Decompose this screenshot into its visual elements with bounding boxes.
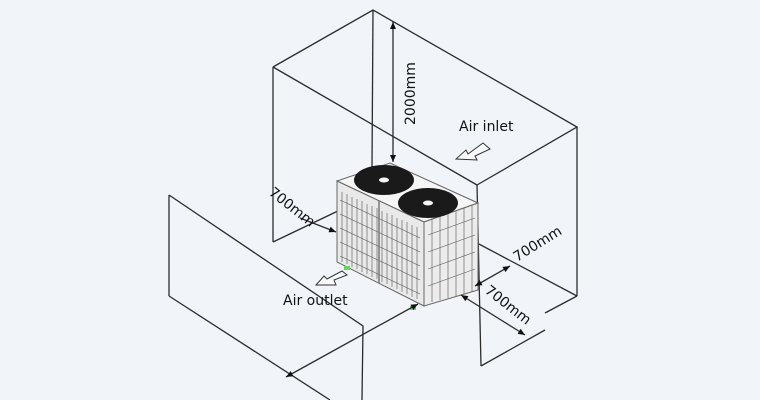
fan-2 — [398, 188, 458, 218]
side-clearance-upper-label: 700mm — [511, 223, 565, 265]
side-clearance-lower-label: 700mm — [482, 283, 534, 329]
air-outlet-label: Air outlet — [283, 293, 348, 309]
heat-pump-unit — [335, 162, 480, 310]
dimension-outlet — [285, 303, 419, 378]
foot-marker — [344, 266, 350, 270]
fan-1 — [354, 165, 414, 195]
top-clearance-label: 2000mm — [403, 62, 419, 125]
air-inlet: Air inlet — [454, 119, 514, 161]
side-grille — [427, 205, 476, 302]
air-inlet-arrow-icon — [454, 142, 491, 161]
air-outlet: Air outlet — [283, 270, 348, 309]
air-inlet-label: Air inlet — [459, 119, 514, 135]
air-outlet-arrow-icon — [314, 270, 348, 286]
front-grille — [339, 192, 421, 299]
dimension-top: 2000mm — [390, 22, 419, 162]
dimension-side-upper: 700mm — [474, 223, 565, 287]
dimension-rear: 700mm — [266, 185, 337, 233]
